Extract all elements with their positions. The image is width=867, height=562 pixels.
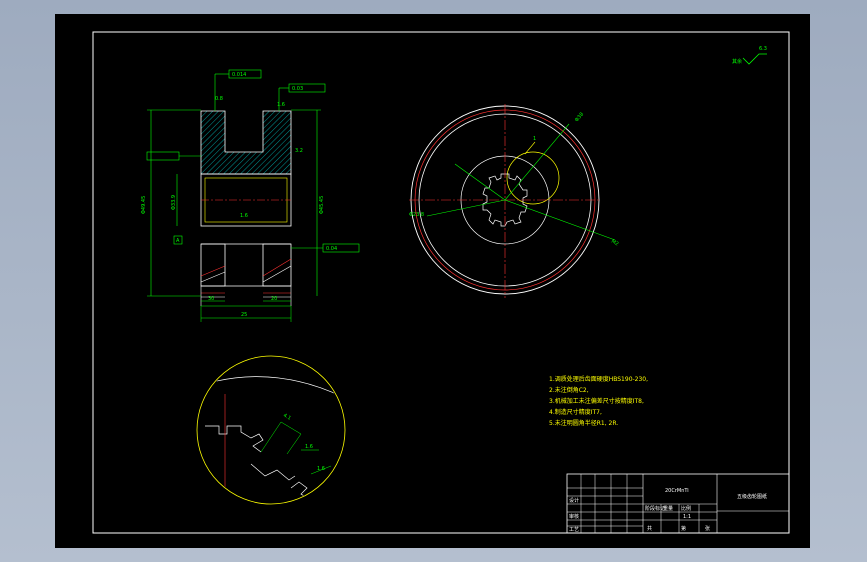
tech-note-1: 1.调质处理后齿面硬度HBS190-230, (549, 375, 648, 383)
drawing-canvas[interactable]: 6.3 其余 (55, 14, 810, 548)
dim-front-inner: Φ23.8 (409, 212, 424, 218)
tech-note-2: 2.未注倒角C2, (549, 386, 589, 394)
title-block-label-review: 审核 (569, 513, 579, 520)
dim-front-module: M2 (610, 239, 619, 248)
detail-view: 4.1 1.6 1.6 (196, 355, 346, 505)
roughness-value: 6.3 (759, 46, 767, 52)
title-block-label-total: 共 (647, 525, 652, 532)
roughness-symbol-general: 6.3 其余 (732, 46, 767, 65)
roughness-mark-4: 3.2 (295, 148, 303, 154)
drawing-sheet[interactable]: 6.3 其余 (55, 14, 810, 548)
roughness-other-label: 其余 (732, 58, 742, 65)
roughness-mark-2: 1.6 (277, 102, 285, 108)
dim-width-right: 20 (271, 296, 277, 302)
inner-frame (92, 31, 790, 534)
tolerance-top-right-value: 0.03 (292, 86, 303, 92)
roughness-mark-1: 0.8 (215, 96, 223, 102)
dim-front-outer: Φ38 (574, 112, 585, 124)
tech-note-5: 5.未注明圆角半径R1, 2R. (549, 419, 618, 427)
title-block: 20CrMnTi 五级齿轮图纸 1:1 设计 审核 工艺 阶段标记 重量 比例 … (566, 473, 790, 534)
detail-leader-label: 1 (533, 136, 536, 142)
front-view: Φ38 Φ23.8 M2 1 (409, 104, 619, 298)
dim-outer-diameter: Φ49.45 (141, 196, 147, 214)
title-block-part-name: 五级齿轮图纸 (737, 493, 767, 500)
dim-width-left: 30 (208, 296, 214, 302)
datum-label: A (176, 238, 180, 244)
title-block-material: 20CrMnTi (665, 488, 689, 494)
title-block-sheet-unit: 张 (705, 525, 710, 532)
dim-bore-diameter: Φ33.9 (171, 195, 177, 210)
title-block-scale: 1:1 (683, 514, 691, 520)
title-block-label-stage: 阶段标记 (645, 505, 665, 512)
roughness-mark-3: 1.6 (240, 213, 248, 219)
title-block-label-process: 工艺 (569, 527, 579, 533)
title-block-label-sheet: 第 (681, 525, 686, 532)
tolerance-right-value: 0.04 (326, 246, 337, 252)
title-block-label-scale: 比例 (681, 505, 691, 512)
hatched-section-upper (200, 110, 292, 175)
dim-pitch-diameter: Φ45.45 (319, 196, 325, 214)
detail-dim-2: 1.6 (305, 444, 313, 450)
detail-dim-3: 1.6 (317, 466, 325, 472)
tolerance-top-value: 0.014 (232, 72, 246, 78)
detail-dim-1: 4.1 (282, 413, 292, 422)
dim-width-total: 25 (241, 312, 247, 318)
tech-notes: 1.调质处理后齿面硬度HBS190-230, 2.未注倒角C2, 3.机械加工未… (549, 375, 648, 427)
tech-note-3: 3.机械加工未注偏差尺寸按精度IT8, (549, 397, 644, 405)
title-block-label-design: 设计 (569, 497, 579, 504)
section-view: Φ49.45 Φ33.9 Φ45.45 0.014 0.03 (141, 69, 360, 322)
datum-box (173, 235, 183, 245)
tolerance-frame-left (146, 151, 180, 161)
tech-note-4: 4.制造尺寸精度IT7, (549, 408, 602, 416)
title-block-label-weight: 重量 (663, 505, 673, 512)
